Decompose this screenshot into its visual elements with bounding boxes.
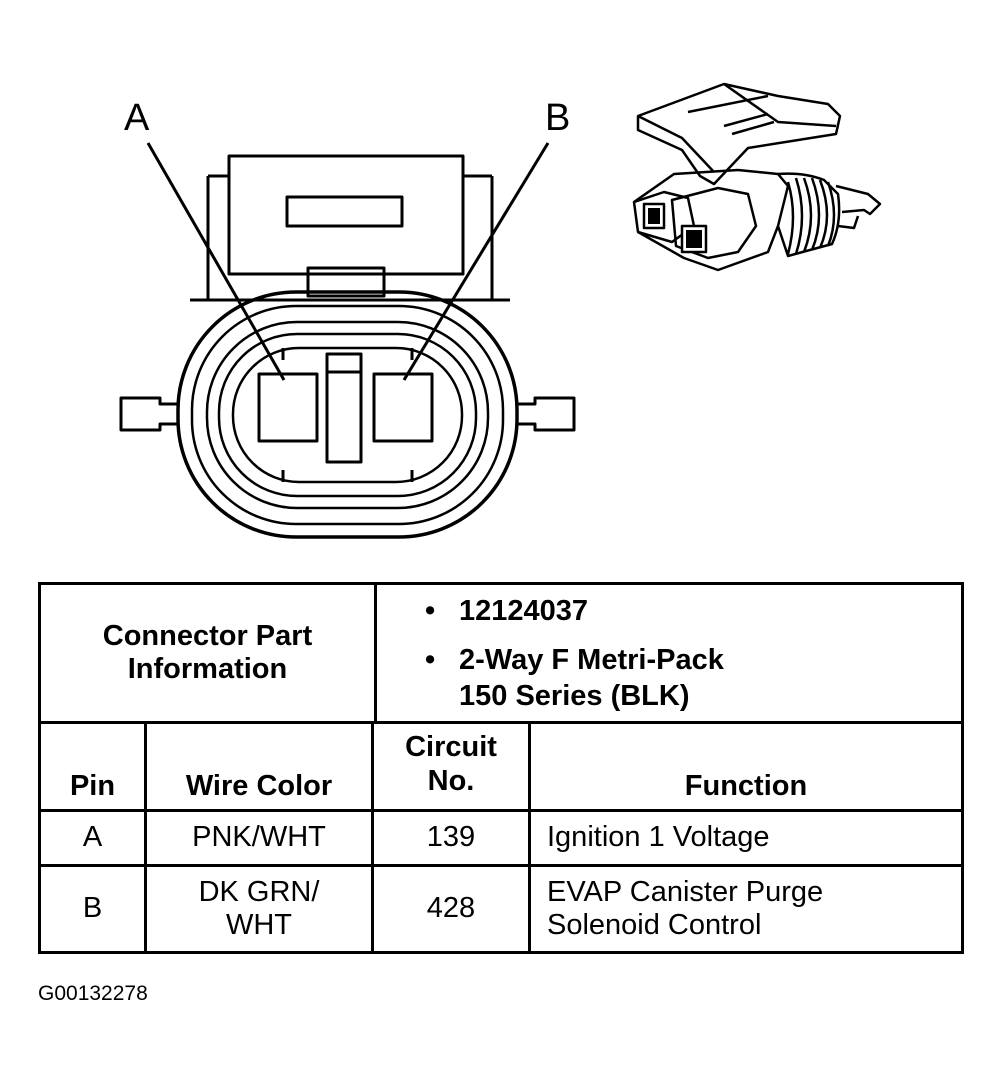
header-circuit-line1: Circuit [405,731,497,764]
part-description-line2: 150 Series (BLK) [459,680,690,712]
center-key [325,352,363,464]
latch-housing [227,154,465,276]
bullet-icon: • [425,644,436,676]
pin-b-label: B [545,97,571,139]
pin-b-cavity [372,372,434,443]
connector-diagram: A B [119,82,882,539]
connector-face-view [119,142,576,539]
part-description-line1: 2-Way F Metri-Pack [459,644,724,676]
connector-body [176,290,519,539]
connector-info-table: Connector Part Information • 12124037 • 2-… [38,582,964,954]
figure-id: G00132278 [38,982,148,1005]
part-number: 12124037 [459,595,589,627]
bullet-icon: • [425,595,436,627]
header-circuit-no: Circuit No. [374,724,528,809]
part-info-label-line1: Connector Part [102,619,313,652]
row-b-function-line2: Solenoid Control [547,909,762,941]
row-b-wire-line2: WHT [225,909,293,941]
row-b-function-line1: EVAP Canister Purge [547,875,824,908]
row-b-wire-color: DK GRN/ WHT [147,867,371,951]
header-function: Function [684,769,808,802]
row-b-wire-line1: DK GRN/ [198,875,320,908]
part-number-item: • 12124037 [425,593,588,629]
pin-a-leader [146,142,286,381]
header-wire-color: Wire Color [185,769,333,802]
row-a-wire-color: PNK/WHT [192,821,326,854]
pin-b-leader [402,142,550,381]
row-a-circuit: 139 [426,821,476,854]
header-circuit-line2: No. [427,764,475,797]
pin-a-label: A [124,97,150,139]
pin-a-cavity [257,372,319,443]
connector-perspective-view [632,82,882,272]
row-a-pin: A [82,821,103,854]
part-info-label: Connector Part Information [41,585,374,721]
part-series-item: • 2-Way F Metri-Pack 150 Series (BLK) [425,642,724,714]
row-b-pin: B [82,892,103,925]
row-b-function: EVAP Canister Purge Solenoid Control [531,867,961,951]
row-a-function: Ignition 1 Voltage [547,821,770,854]
part-info-label-line2: Information [127,653,288,685]
header-pin: Pin [69,769,116,802]
row-b-circuit: 428 [426,892,476,925]
